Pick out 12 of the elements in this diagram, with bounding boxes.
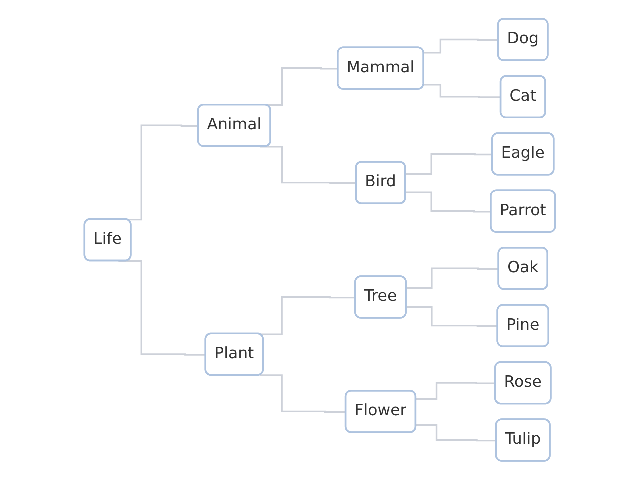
connector	[406, 306, 498, 328]
connector	[260, 374, 346, 414]
connector	[406, 192, 492, 213]
connector	[260, 146, 357, 184]
connector	[260, 296, 356, 336]
connector	[406, 153, 493, 175]
connector	[406, 268, 500, 290]
connector	[416, 424, 497, 442]
connector	[424, 38, 499, 54]
connector	[416, 382, 496, 400]
connector	[424, 84, 502, 98]
connector	[118, 260, 206, 356]
